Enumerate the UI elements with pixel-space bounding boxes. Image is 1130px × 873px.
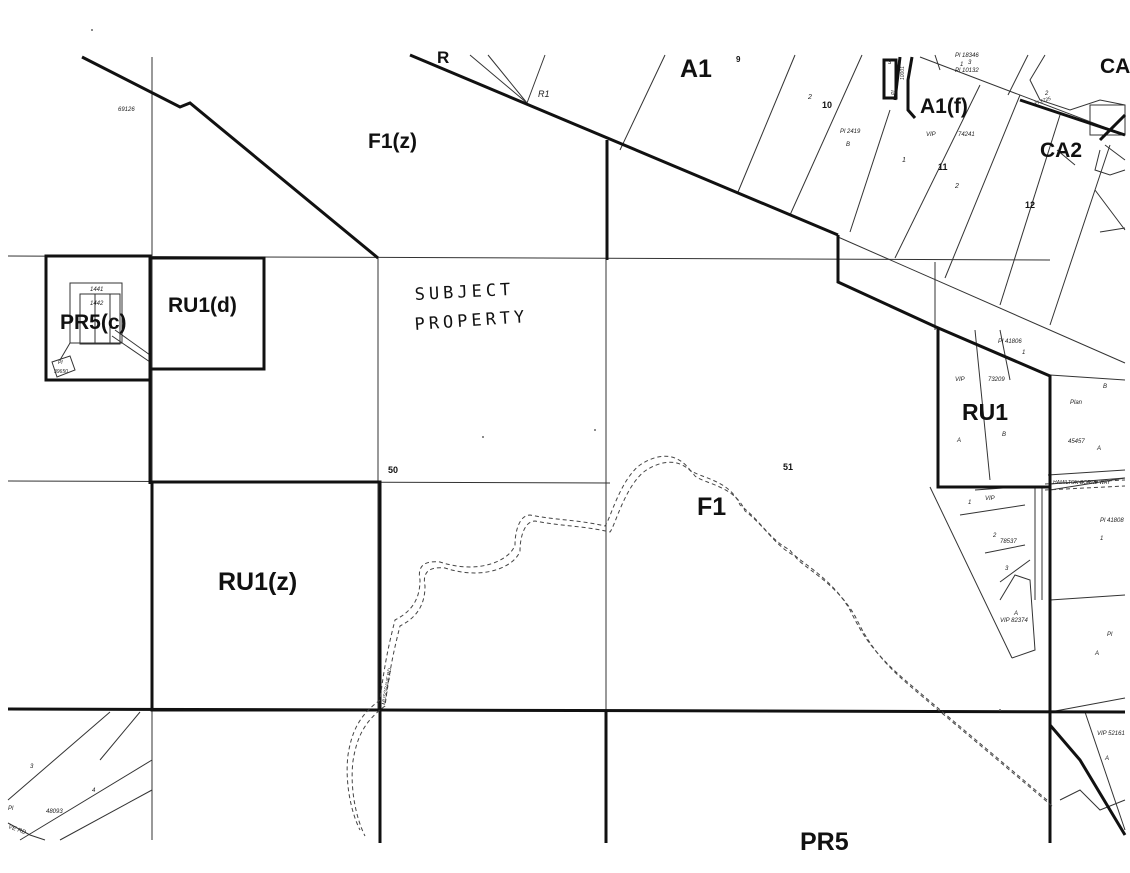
zone-label-a1: A1 [680, 55, 712, 83]
zone-label-f1z: F1(z) [368, 130, 417, 153]
road-label-musgrave: MUSGRAVE RD [381, 668, 393, 706]
lot-number: 2 [1044, 91, 1049, 97]
lot-number: 2 [954, 183, 959, 190]
zone-label-f1: F1 [697, 493, 726, 521]
plan-label: Pl [891, 90, 897, 95]
zone-boundaries [7, 53, 1127, 843]
plan-label: Pl [58, 360, 63, 366]
lot-number: 3 [30, 764, 34, 770]
subject-annotation-line1: SUBJECT [414, 280, 515, 305]
lot-number: 2 [807, 94, 812, 101]
plan-label: Pl 18346 [955, 53, 979, 59]
plan-label: 74241 [958, 132, 975, 138]
zone-label-ca2: CA2 [1040, 139, 1082, 162]
zone-label-ru1z: RU1(z) [218, 568, 297, 596]
lot-number: 9 [736, 55, 741, 64]
cadastral-thin-lines [7, 54, 1126, 841]
plan-label: A [1096, 446, 1101, 452]
plan-label: Pl 41808 [1100, 518, 1124, 524]
plan-label: 45457 [1068, 439, 1085, 445]
plan-label: A [1104, 756, 1109, 762]
lot-number: 3 [888, 60, 892, 66]
plan-label: Plan [1070, 400, 1083, 406]
lot-number: 12 [1025, 200, 1035, 210]
zone-label-pr5: PR5 [800, 828, 849, 856]
plan-label: 48093 [46, 809, 63, 815]
plan-label: B [1002, 432, 1006, 438]
plan-label: VIP [955, 377, 965, 383]
plan-label: Pl 2419 [840, 129, 861, 135]
lot-number: 51 [783, 462, 793, 472]
zone-label-pr5c: PR5(c) [60, 311, 127, 334]
lot-number: 1 [1022, 350, 1025, 356]
zone-label-r1: R1 [538, 89, 550, 99]
lot-number: 50 [388, 465, 398, 475]
scan-dots [91, 29, 1001, 711]
plan-label: 69126 [118, 107, 135, 113]
road-label-hamilton: HAMILTON-BORNE WAY [1053, 480, 1111, 486]
lot-number: 1 [960, 62, 963, 68]
plan-label: VIP 52161 [1097, 731, 1125, 737]
lot-number: 3 [968, 60, 972, 66]
plan-label: 10001 [900, 66, 906, 80]
plan-label: 39650 [54, 369, 68, 375]
road-label-left: VE RD [7, 824, 27, 836]
plan-label: A [1094, 651, 1099, 657]
dashed-tracks [346, 455, 1126, 837]
plan-label: A [956, 438, 961, 444]
lot-number: 1 [968, 500, 971, 506]
lot-number: 1 [902, 157, 906, 164]
plan-label: 73209 [988, 377, 1005, 383]
lot-number: 11 [938, 162, 948, 172]
plan-label: VIP [926, 132, 936, 138]
zone-label-r: R [437, 48, 449, 67]
plan-label: B [846, 142, 850, 148]
plan-label: Pl 41806 [998, 339, 1022, 345]
zone-label-a1f: A1(f) [920, 95, 968, 118]
lot-number: 10 [822, 100, 832, 110]
zone-label-ca-partial: CA [1100, 55, 1130, 78]
plan-label: Pl 2725 [1034, 96, 1052, 107]
plan-label: VIP [985, 496, 995, 502]
zone-label-ru1d: RU1(d) [168, 294, 237, 317]
plan-label: 78537 [1000, 539, 1017, 545]
lot-number: 1 [1100, 536, 1103, 542]
plan-label: VIP 82374 [1000, 618, 1028, 624]
plan-label: B [1103, 384, 1107, 390]
plan-label: 1442 [90, 301, 104, 307]
lot-number: 2 [992, 533, 997, 539]
plan-label: Pl [1107, 632, 1113, 638]
lot-number: 3 [1005, 566, 1009, 572]
subject-annotation-line2: PROPERTY [414, 307, 529, 335]
plan-label: Pl 10132 [955, 68, 979, 74]
plan-label: 1441 [90, 287, 103, 293]
lot-number: 4 [92, 788, 96, 794]
plan-label: Pl [8, 806, 14, 812]
zone-label-ru1: RU1 [962, 399, 1008, 425]
plan-label: A [1013, 611, 1018, 617]
